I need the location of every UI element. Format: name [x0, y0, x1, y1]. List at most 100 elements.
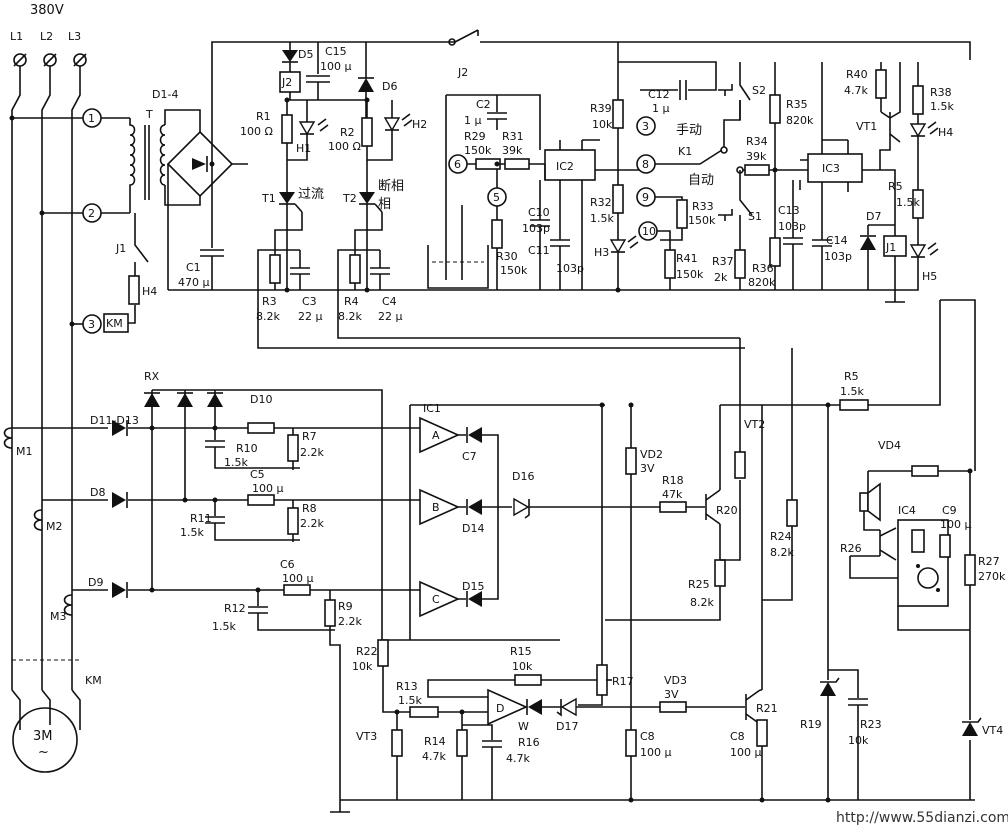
svg-text:820k: 820k — [786, 114, 814, 127]
svg-text:103p: 103p — [778, 220, 806, 233]
svg-text:100 Ω: 100 Ω — [328, 140, 361, 153]
svg-text:D9: D9 — [88, 576, 103, 589]
svg-text:R26: R26 — [840, 542, 862, 555]
speaker — [859, 482, 881, 522]
svg-text:3: 3 — [642, 120, 649, 133]
c3-capacitor: C3 22 μ — [290, 250, 323, 323]
terminal-10: 10 — [638, 221, 658, 241]
rx-resistor — [128, 275, 140, 305]
h3-led: H3 — [594, 235, 639, 259]
svg-text:R34: R34 — [746, 135, 768, 148]
svg-text:103p: 103p — [522, 222, 550, 235]
svg-text:IC3: IC3 — [822, 162, 840, 175]
water-tank — [427, 175, 489, 289]
d15-diode: D14 — [462, 499, 484, 535]
r29-resistor: R29 150k — [464, 130, 501, 170]
svg-text:39k: 39k — [746, 150, 767, 163]
svg-text:1 μ: 1 μ — [652, 102, 670, 115]
c9-capacitor: R23 10k — [848, 698, 882, 800]
phase-l1-label: L1 — [10, 30, 23, 43]
svg-text:J1: J1 — [885, 241, 896, 254]
svg-text:J2: J2 — [457, 66, 468, 79]
motor-symbol: ~ — [38, 745, 49, 760]
svg-text:R4: R4 — [344, 295, 359, 308]
svg-text:10k: 10k — [352, 660, 373, 673]
r31-resistor: R31 39k — [502, 130, 530, 170]
svg-text:1.5k: 1.5k — [212, 620, 236, 633]
svg-text:C3: C3 — [302, 295, 317, 308]
r16-resistor: R14 4.7k — [422, 729, 468, 763]
phase-lines — [11, 66, 81, 710]
c7-capacitor: R12 1.5k — [212, 590, 335, 633]
svg-text:C4: C4 — [382, 295, 397, 308]
svg-text:150k: 150k — [500, 264, 528, 277]
transformer: T — [129, 108, 166, 213]
d11-d13-diodes — [144, 389, 223, 590]
svg-text:H5: H5 — [922, 270, 937, 283]
svg-text:100 μ: 100 μ — [640, 746, 672, 759]
svg-text:R13: R13 — [396, 680, 418, 693]
r21-resistor: VD3 3V — [659, 674, 687, 713]
supply-voltage: 380V — [30, 3, 64, 18]
svg-text:D: D — [496, 702, 504, 715]
vd2-zener: D16 — [512, 470, 534, 519]
svg-text:R19: R19 — [800, 718, 822, 731]
c5-capacitor: R10 1.5k — [205, 428, 300, 469]
svg-text:R25: R25 — [688, 578, 710, 591]
svg-text:9: 9 — [642, 191, 649, 204]
svg-text:D5: D5 — [298, 48, 313, 61]
d10-diode: D9 — [88, 576, 128, 598]
svg-text:IC2: IC2 — [556, 160, 574, 173]
w-potentiometer[interactable]: R17 — [596, 664, 634, 696]
svg-text:100 Ω: 100 Ω — [240, 125, 273, 138]
svg-text:103p: 103p — [556, 262, 584, 275]
svg-text:22 μ: 22 μ — [298, 310, 323, 323]
terminal-7: 6 — [448, 154, 468, 174]
svg-text:C8: C8 — [730, 730, 745, 743]
r17-resistor: R15 10k — [510, 645, 542, 686]
svg-text:1.5k: 1.5k — [896, 196, 920, 209]
svg-text:R10: R10 — [236, 442, 258, 455]
svg-text:R3: R3 — [262, 295, 277, 308]
svg-text:2.2k: 2.2k — [338, 615, 362, 628]
s1-switch: S1 — [718, 170, 762, 250]
r33-resistor: R33 150k — [676, 199, 716, 229]
svg-text:VT4: VT4 — [982, 724, 1003, 737]
svg-text:S1: S1 — [748, 210, 762, 223]
svg-text:D16: D16 — [512, 470, 534, 483]
bridge-rectifier — [166, 109, 234, 206]
svg-text:C8: C8 — [640, 730, 655, 743]
svg-text:IC4: IC4 — [898, 504, 916, 517]
svg-text:W: W — [518, 720, 529, 733]
terminal-8: 8 — [636, 154, 656, 174]
svg-text:8.2k: 8.2k — [690, 596, 714, 609]
j1-coil: J1 — [883, 235, 907, 257]
svg-text:R17: R17 — [612, 675, 634, 688]
terminal-1: 1 — [82, 108, 102, 128]
svg-text:R27: R27 — [978, 555, 1000, 568]
svg-text:R31: R31 — [502, 130, 524, 143]
svg-text:C7: C7 — [462, 450, 477, 463]
bridge-label: D1-4 — [152, 88, 178, 101]
comparator-d: D — [487, 688, 528, 726]
j2-contact: J2 — [448, 29, 479, 79]
overcurrent-label: 过流 — [298, 187, 324, 202]
svg-text:5: 5 — [493, 191, 500, 204]
r11-resistor: R8 2.2k — [287, 502, 324, 535]
motor-name: 3M — [33, 729, 53, 744]
comparator-c: C — [419, 580, 460, 618]
auto-label: 自动 — [688, 173, 714, 188]
svg-text:2: 2 — [88, 207, 95, 220]
km-coil: KM — [103, 313, 129, 333]
svg-text:270k: 270k — [978, 570, 1006, 583]
svg-text:C11: C11 — [528, 244, 550, 257]
svg-text:R37: R37 — [712, 255, 734, 268]
svg-text:R41: R41 — [676, 252, 698, 265]
svg-text:D10: D10 — [250, 393, 272, 406]
svg-text:R22: R22 — [356, 645, 378, 658]
d5-diode: D5 — [282, 42, 313, 63]
svg-text:R38: R38 — [930, 86, 952, 99]
svg-text:H3: H3 — [594, 246, 609, 259]
svg-text:R32: R32 — [590, 196, 612, 209]
